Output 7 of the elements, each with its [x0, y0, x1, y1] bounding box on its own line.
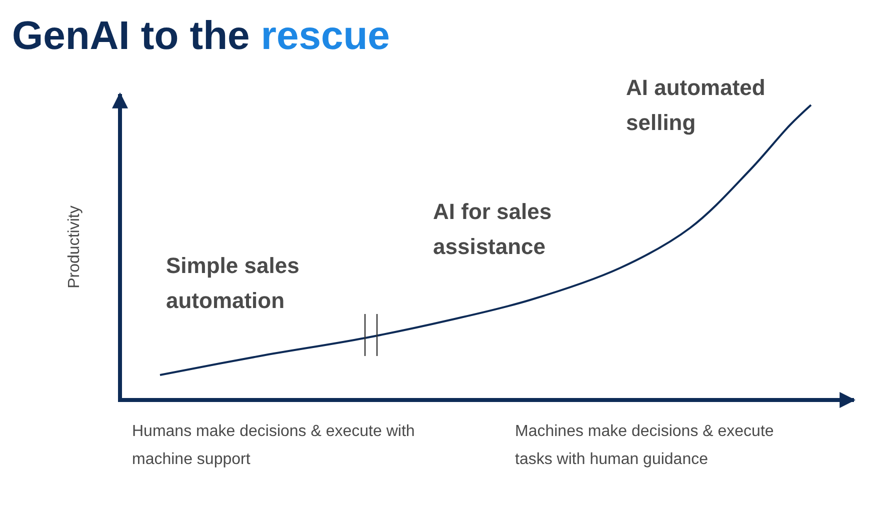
stage-label: AI automated selling	[626, 74, 766, 137]
axis-label: Productivity	[66, 204, 84, 290]
title: GenAI to the rescue	[12, 14, 390, 59]
stage-label: Simple sales automation	[166, 252, 300, 315]
axis-note: Machines make decisions & execute tasks with human guidance	[515, 422, 775, 470]
axis-note: Humans make decisions & execute with machine support	[132, 422, 416, 470]
stage-label: AI for sales assistance	[433, 198, 553, 261]
